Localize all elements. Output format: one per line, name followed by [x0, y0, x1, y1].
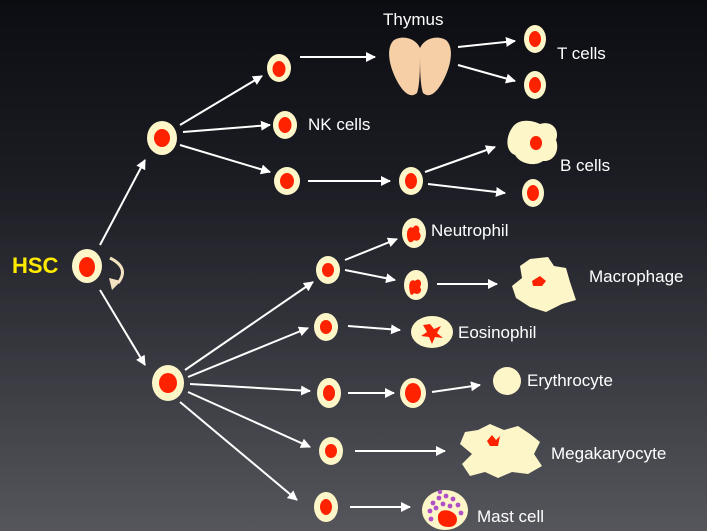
t-cells-label: T cells	[557, 44, 606, 64]
arrow-thymus-to-t-cell-2	[458, 65, 515, 81]
lymphoid-progenitor-cell	[147, 121, 177, 155]
b-cells-label: B cells	[560, 156, 610, 176]
arrow-myeloid-to-gm	[185, 282, 313, 370]
erythroid-precursor-cell	[317, 378, 341, 408]
neutrophil-label: Neutrophil	[431, 221, 509, 241]
thymus-label: Thymus	[383, 10, 443, 30]
myeloid-progenitor-cell	[152, 365, 184, 401]
arrow-hsc-to-myeloid	[100, 290, 145, 365]
monocyte-cell	[404, 270, 428, 300]
eosinophil-cell	[411, 316, 453, 348]
b-cell-large	[507, 121, 557, 164]
megakaryocyte-precursor-cell	[319, 437, 343, 465]
arrow-thymus-to-t-cell-1	[458, 41, 515, 47]
t-cell-1	[524, 25, 546, 53]
hsc-label: HSC	[12, 254, 58, 278]
arrow-pre-b-to-b-cell-2	[428, 184, 505, 193]
nk-cells-label: NK cells	[308, 115, 370, 135]
megakaryocyte-label: Megakaryocyte	[551, 444, 666, 464]
nk-cell	[273, 111, 297, 139]
erythrocyte-cell	[493, 367, 521, 395]
eosinophil-label: Eosinophil	[458, 323, 536, 343]
arrow-eo-precursor-to-eosinophil	[348, 326, 400, 330]
arrow-gm-to-neutrophil	[345, 239, 397, 260]
hsc-cell	[72, 249, 102, 283]
self-renewal-arrow	[109, 258, 123, 290]
arrow-lymphoid-to-b-precursor	[180, 145, 270, 172]
neutrophil-cell	[402, 218, 426, 248]
megakaryocyte-cell	[460, 424, 542, 478]
arrow-normoblast-to-erythrocyte	[432, 385, 480, 392]
arrow-myeloid-to-eo-precursor	[188, 328, 308, 377]
mast-cell-label: Mast cell	[477, 507, 544, 527]
thymus-organ	[389, 38, 451, 96]
normoblast-cell	[400, 378, 426, 408]
macrophage-cell	[512, 257, 576, 312]
b-precursor-cell	[274, 167, 300, 195]
arrow-lymphoid-to-t-precursor	[180, 76, 262, 125]
arrow-lymphoid-to-nk	[183, 125, 270, 132]
t-precursor-cell	[267, 54, 291, 82]
t-cell-2	[524, 71, 546, 99]
arrow-myeloid-to-ery-precursor	[190, 384, 310, 391]
arrows	[100, 41, 515, 507]
eosinophil-precursor-cell	[314, 313, 338, 341]
arrow-pre-b-to-b-cell-1	[425, 147, 495, 172]
erythrocyte-label: Erythrocyte	[527, 371, 613, 391]
mast-precursor-cell	[314, 492, 338, 522]
macrophage-label: Macrophage	[589, 267, 684, 287]
arrow-myeloid-to-mast-precursor	[180, 402, 297, 500]
arrow-hsc-to-lymphoid	[100, 160, 145, 245]
pre-b-cell	[399, 167, 423, 195]
gm-progenitor-cell	[316, 256, 340, 284]
b-cell-small	[522, 179, 544, 207]
arrow-gm-to-monocyte	[345, 270, 395, 280]
arrow-myeloid-to-mk-precursor	[188, 392, 310, 447]
mast-cell	[422, 490, 468, 530]
